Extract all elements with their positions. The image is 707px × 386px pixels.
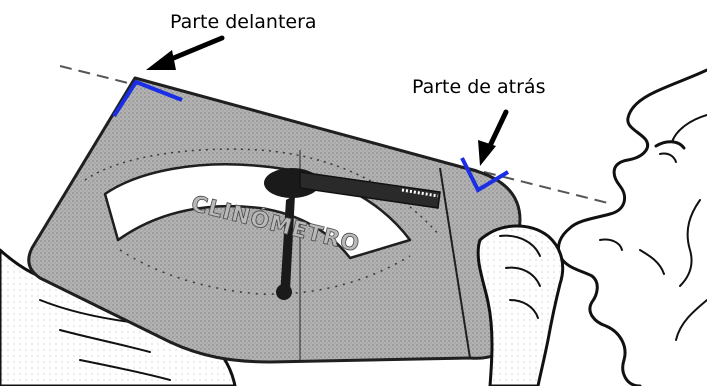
arrow-back [478, 112, 506, 166]
face-profile [558, 70, 707, 386]
front-label: Parte delantera [170, 13, 317, 32]
right-hand [478, 226, 563, 386]
arrow-front [146, 38, 222, 70]
back-label: Parte de atrás [412, 78, 545, 97]
